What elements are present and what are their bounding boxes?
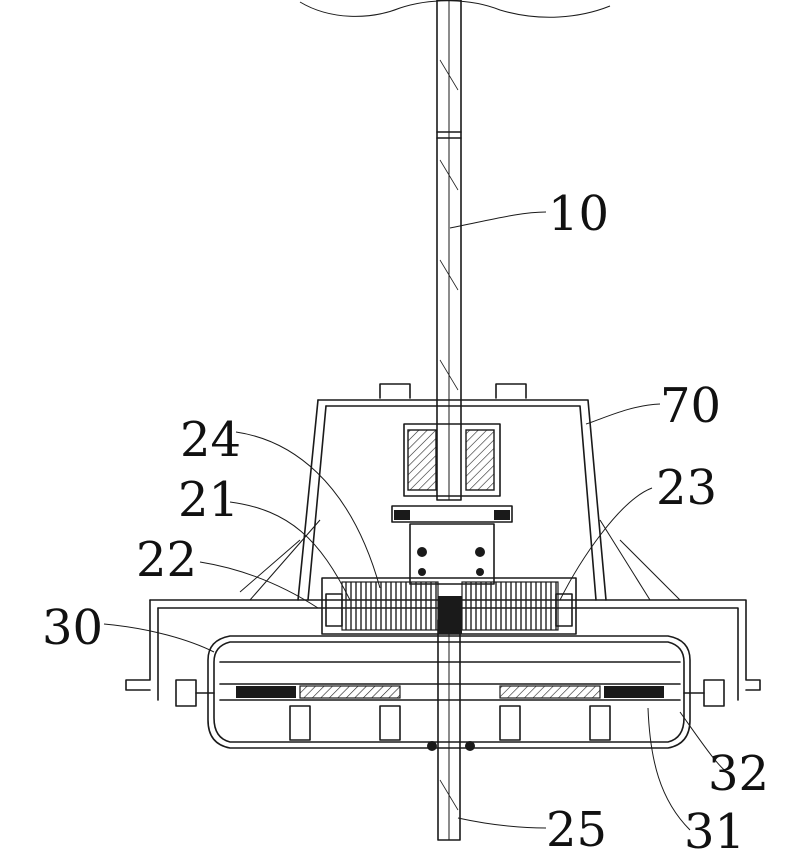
label-23: 23	[656, 460, 717, 516]
label-32: 32	[708, 746, 769, 802]
reference-labels: 10 70 24 23 21 22 30 32 31 25	[42, 186, 769, 860]
main-shaft	[437, 0, 461, 500]
label-25: 25	[546, 802, 607, 858]
label-30: 30	[42, 600, 103, 656]
label-21: 21	[178, 472, 239, 528]
label-24: 24	[180, 412, 241, 468]
break-line	[300, 1, 610, 18]
motor-housing	[176, 636, 724, 751]
label-22: 22	[136, 532, 197, 588]
label-31: 31	[684, 804, 745, 860]
top-bracket	[380, 384, 526, 398]
label-10: 10	[548, 186, 609, 242]
label-70: 70	[660, 378, 721, 434]
lower-shaft	[438, 620, 460, 840]
bearing-block	[392, 424, 512, 584]
